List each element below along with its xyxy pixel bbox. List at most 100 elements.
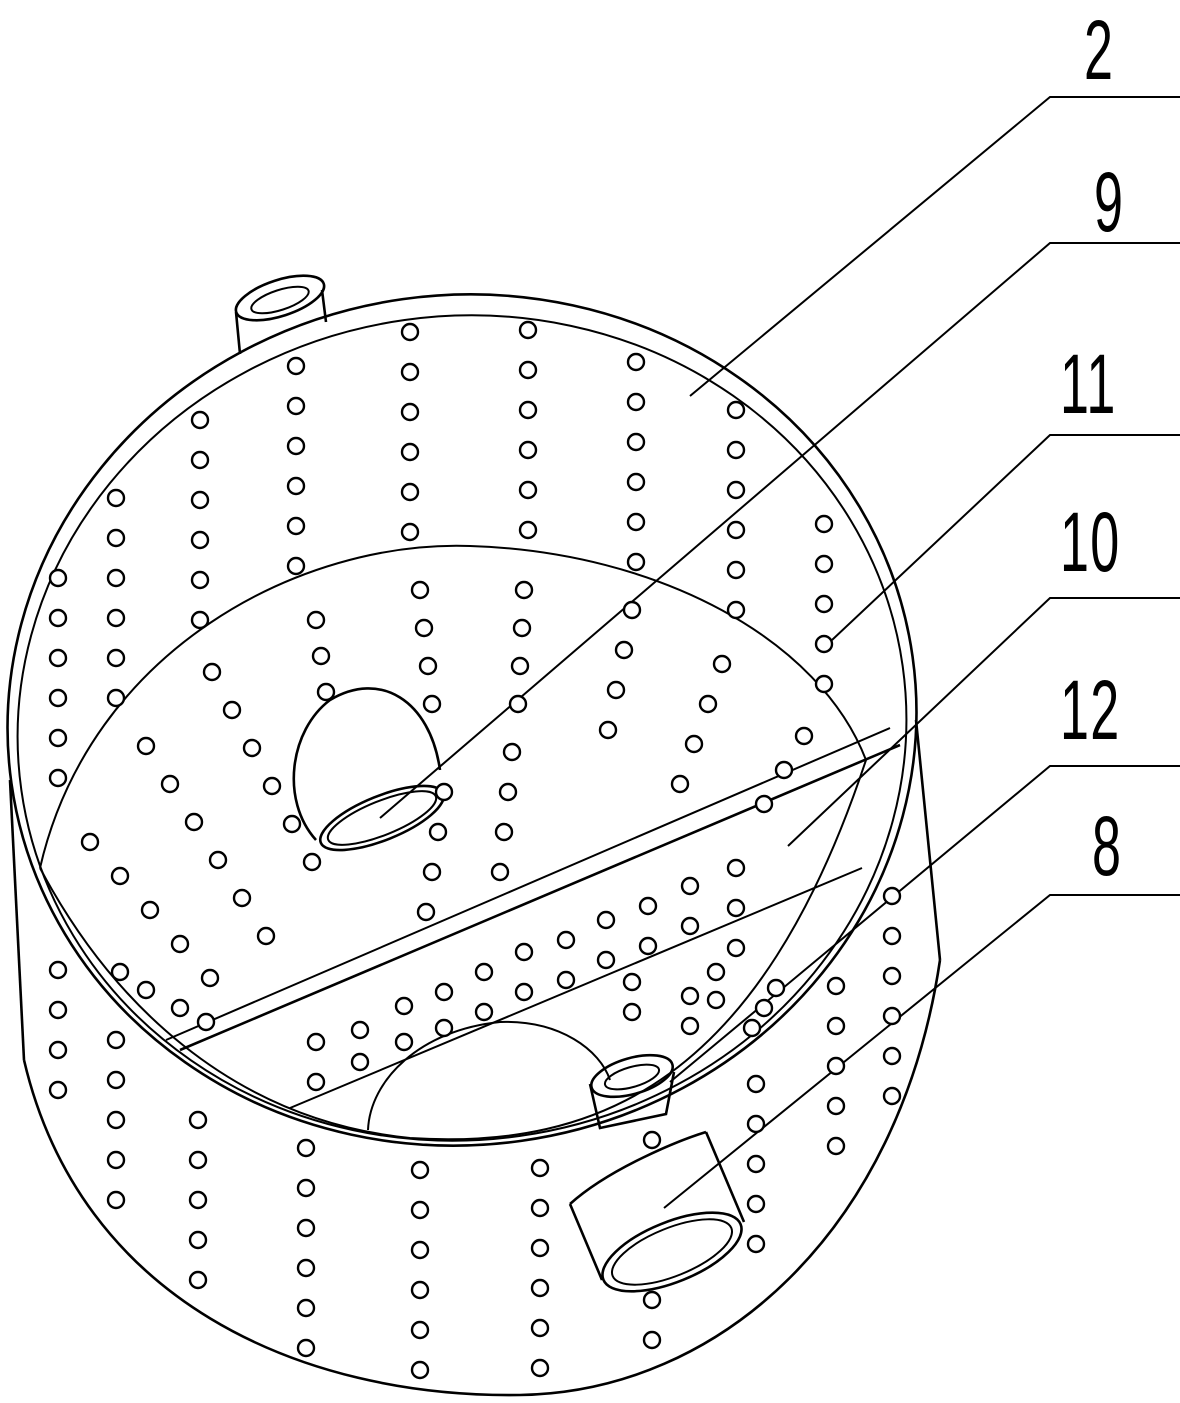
perforation-hole [826,1056,846,1076]
perforation-hole [726,858,746,878]
perforation-hole [518,360,538,380]
perforation-hole [190,570,210,590]
perforation-hole [726,440,746,460]
perforation-hole [242,738,262,758]
perforation-hole [474,1002,494,1022]
baffle-plate-edge [165,727,891,1041]
perforation-hole [410,580,430,600]
perforation-hole [416,902,436,922]
perforation-hole [626,472,646,492]
perforation-hole [286,476,306,496]
perforation-hole [306,1032,326,1052]
perforation-hole [106,608,126,628]
perforation-hole [826,1016,846,1036]
perforation-hole [296,1298,316,1318]
lower-dome [367,1020,611,1131]
perforation-hole [518,400,538,420]
perforation-hole [286,556,306,576]
perforation-hole [400,402,420,422]
perforation-hole [518,520,538,540]
perforation-hole [530,1198,550,1218]
perforation-hole [746,1154,766,1174]
perforation-hole [48,960,68,980]
perforation-hole [160,774,180,794]
perforation-hole [680,876,700,896]
leader-line-2 [689,96,1180,397]
baffle-plate [179,743,901,1052]
perforation-hole [394,996,414,1016]
perforation-hole [190,450,210,470]
perforation-hole [642,1330,662,1350]
small-nozzle-body [588,1071,676,1130]
perforation-hole [422,694,442,714]
perforation-hole [814,594,834,614]
perforation-hole [882,926,902,946]
perforation-hole [746,1234,766,1254]
perforation-hole [302,852,322,872]
perforation-hole [530,1358,550,1378]
perforation-hole [642,1290,662,1310]
perforation-hole [434,982,454,1002]
perforation-hole [110,962,130,982]
perforation-hole [514,942,534,962]
perforation-hole [106,648,126,668]
perforation-hole [814,634,834,654]
center-tube-bore [326,790,438,846]
perforation-hole [282,814,302,834]
perforation-hole [106,528,126,548]
label-8: 8 [1092,799,1123,893]
perforation-hole [518,320,538,340]
perforation-hole [622,972,642,992]
leader-line-12 [669,765,1180,1083]
drum-rim-outer [6,293,918,1147]
perforation-hole [508,694,528,714]
perforation-hole [814,554,834,574]
perforation-hole [530,1278,550,1298]
label-11: 11 [1060,337,1117,431]
perforation-hole [626,352,646,372]
perforation-hole [814,514,834,534]
drum-left-wall [8,779,26,1061]
perforation-hole [190,610,210,630]
small-nozzle-bore [603,1063,661,1091]
perforation-hole [80,832,100,852]
perforation-hole [410,1360,430,1380]
perforation-hole [110,866,130,886]
top-nozzle-mouth [234,274,326,322]
perforation-hole [48,688,68,708]
center-tube-dome [292,687,442,841]
perforation-hole [642,1130,662,1150]
perforation-hole [530,1318,550,1338]
perforation-hole [726,400,746,420]
perforation-hole [48,1040,68,1060]
perforation-hole [410,1240,430,1260]
side-pipe-bore [610,1218,734,1286]
perforation-hole [256,926,276,946]
perforation-hole [190,410,210,430]
perforation-hole [136,736,156,756]
perforation-hole [400,362,420,382]
label-12: 12 [1060,663,1121,757]
perforation-hole [48,568,68,588]
perforation-hole [140,900,160,920]
perforation-hole [400,442,420,462]
perforation-hole [296,1218,316,1238]
perforation-hole [188,1110,208,1130]
perforation-hole [826,1096,846,1116]
perforation-hole [286,356,306,376]
perforation-hole [626,552,646,572]
perforation-hole [746,1114,766,1134]
perforation-hole [202,662,222,682]
perforation-hole [726,600,746,620]
perforation-hole [170,934,190,954]
perforation-hole [188,1190,208,1210]
perforation-hole [754,998,774,1018]
perforation-hole [190,490,210,510]
perforation-hole [622,600,642,620]
perforation-hole [410,1160,430,1180]
perforation-hole [48,608,68,628]
label-10: 10 [1060,495,1121,589]
drum-rim-inner [16,314,908,1142]
perforation-hole [882,966,902,986]
